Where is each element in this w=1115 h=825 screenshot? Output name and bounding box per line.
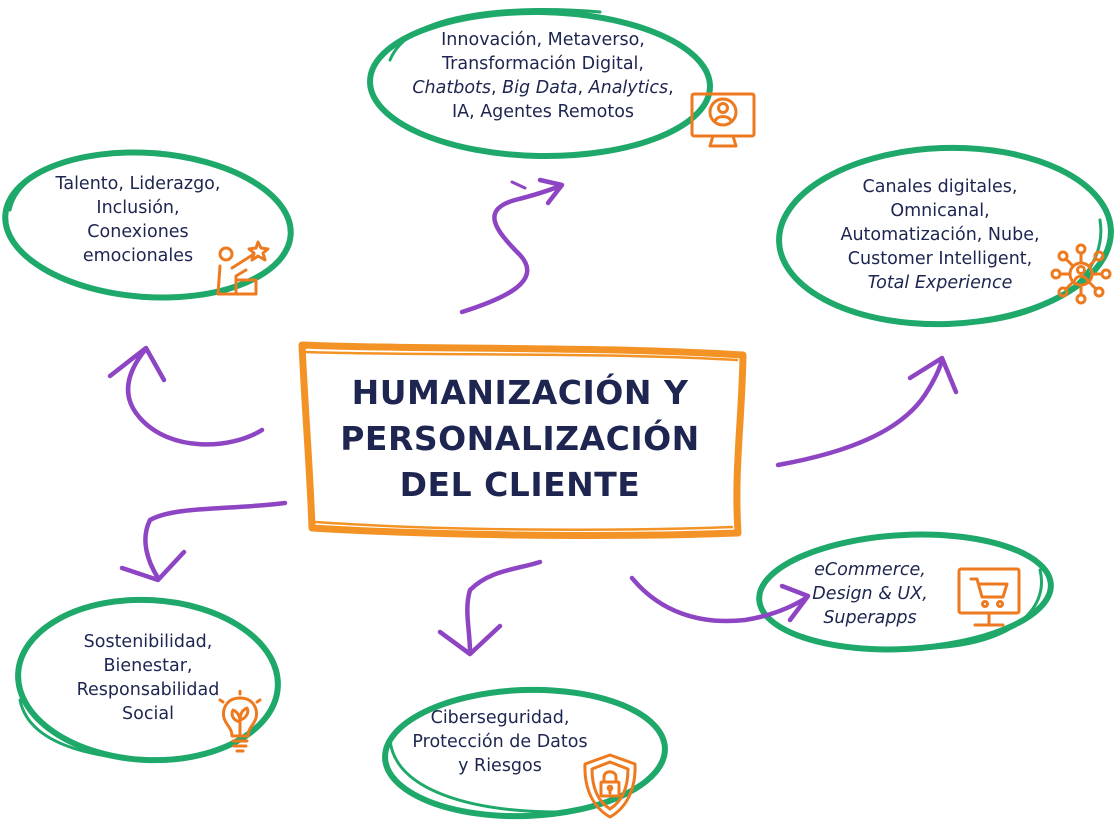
central-title-line: HUMANIZACIÓN Y	[351, 373, 689, 412]
node-ellipses	[2, 8, 1114, 820]
node-line: Automatización, Nube,	[840, 225, 1040, 245]
node-line: Inclusión,	[96, 198, 180, 218]
node-line: Innovación, Metaverso,	[441, 30, 645, 50]
node-text: ,	[577, 78, 589, 98]
central-concept-title: HUMANIZACIÓN Y PERSONALIZACIÓN DEL CLIEN…	[300, 370, 740, 508]
center-frame	[298, 341, 747, 539]
node-ciberseguridad: Ciberseguridad, Protección de Datos y Ri…	[395, 706, 605, 778]
arrow-to-sostenibilidad	[119, 500, 288, 583]
ellipse-ciberseguridad	[382, 686, 668, 820]
node-line: Bienestar,	[103, 656, 193, 676]
node-line: Chatbots, Big Data, Analytics,	[388, 76, 698, 100]
arrow-to-canales	[775, 355, 959, 468]
ellipse-ecommerce	[756, 531, 1054, 653]
node-text-italic: Superapps	[823, 608, 917, 628]
shopping-cart-monitor-icon	[957, 567, 1021, 627]
node-line: Canales digitales,	[862, 177, 1018, 197]
node-canales: Canales digitales, Omnicanal, Automatiza…	[820, 175, 1060, 295]
node-line: Protección de Datos	[412, 732, 588, 752]
connector-arrows	[107, 177, 959, 657]
central-title-line: DEL CLIENTE	[399, 465, 641, 504]
node-line: Omnicanal,	[890, 201, 990, 221]
node-line: Responsabilidad	[76, 680, 220, 700]
ellipse-canales	[776, 144, 1114, 328]
node-line: eCommerce,	[790, 558, 950, 582]
node-line: Superapps	[790, 606, 950, 630]
node-line: Sostenibilidad,	[83, 632, 213, 652]
node-line: y Riesgos	[458, 756, 542, 776]
node-sostenibilidad: Sostenibilidad, Bienestar, Responsabilid…	[38, 630, 258, 726]
node-line: Design & UX,	[790, 582, 950, 606]
node-text-italic: Total Experience	[867, 273, 1013, 293]
lightbulb-plant-icon	[218, 690, 262, 753]
node-line: Customer Intelligent,	[847, 249, 1033, 269]
node-line: Conexiones	[87, 222, 189, 242]
node-text: ,	[491, 78, 503, 98]
node-line: emocionales	[82, 246, 194, 266]
central-title-line: PERSONALIZACIÓN	[340, 419, 700, 458]
node-text-italic: Analytics	[588, 78, 669, 98]
node-line: IA, Agentes Remotos	[451, 102, 635, 122]
monitor-person-icon	[690, 92, 756, 148]
node-innovacion: Innovación, Metaverso, Transformación Di…	[388, 28, 698, 124]
node-line: Total Experience	[820, 271, 1060, 295]
ellipse-innovacion	[367, 8, 713, 160]
node-text-italic: Design & UX,	[812, 584, 928, 604]
node-line: Ciberseguridad,	[430, 708, 570, 728]
node-line: Transformación Digital,	[442, 54, 644, 74]
person-star-icon	[216, 240, 270, 296]
ellipse-sostenibilidad	[15, 596, 281, 764]
arrow-to-ecommerce	[629, 575, 811, 624]
node-text-italic: eCommerce,	[814, 560, 926, 580]
shield-lock-icon	[583, 753, 637, 819]
node-line: Talento, Liderazgo,	[55, 174, 221, 194]
ellipse-talento	[2, 149, 294, 301]
arrow-to-ciberseguridad	[437, 559, 543, 657]
node-text-italic: Chatbots	[412, 78, 492, 98]
arrow-to-talento	[107, 345, 265, 447]
node-line: Social	[122, 704, 174, 724]
node-talento: Talento, Liderazgo, Inclusión, Conexione…	[18, 172, 258, 268]
node-text-italic: Big Data	[502, 78, 578, 98]
node-ecommerce: eCommerce, Design & UX, Superapps	[790, 558, 950, 630]
arrow-to-innovacion	[459, 177, 565, 315]
network-people-icon	[1050, 243, 1112, 305]
node-text: ,	[668, 78, 674, 98]
